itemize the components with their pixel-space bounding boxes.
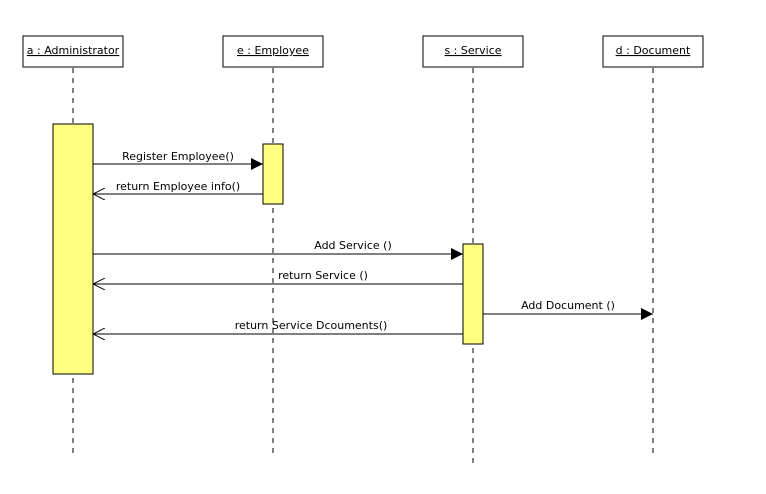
message-add-service: Add Service ()	[93, 239, 463, 260]
activation-administrator	[52, 123, 94, 375]
activation-service	[462, 243, 484, 345]
message-label: Register Employee()	[122, 150, 234, 163]
lifeline-label-service: s : Service	[444, 44, 501, 57]
message-label: return Service ()	[278, 269, 368, 282]
message-label: Add Service ()	[314, 239, 392, 252]
message-label: return Employee info()	[116, 180, 240, 193]
lifeline-label-administrator: a : Administrator	[27, 44, 120, 57]
lifeline-document: d : Document	[602, 35, 704, 454]
lifeline-label-document: d : Document	[616, 44, 691, 57]
lifeline-head-document	[602, 35, 704, 68]
message-add-document: Add Document ()	[483, 299, 653, 320]
lifeline-head-employee	[222, 35, 324, 68]
message-return-service-documents: return Service Dcouments()	[93, 319, 463, 334]
message-register-employee: Register Employee()	[93, 150, 263, 170]
message-label: Add Document ()	[521, 299, 615, 312]
lifeline-service: s : Service	[422, 35, 524, 466]
message-label: return Service Dcouments()	[235, 319, 388, 332]
activation-employee	[262, 143, 284, 205]
message-return-service: return Service ()	[93, 269, 463, 284]
lifeline-label-employee: e : Employee	[237, 44, 309, 57]
lifeline-head-service	[422, 35, 524, 68]
lifeline-head-administrator	[22, 35, 124, 68]
lifeline-administrator: a : Administrator	[22, 35, 124, 458]
lifeline-employee: e : Employee	[222, 35, 324, 458]
message-return-employee-info: return Employee info()	[93, 180, 263, 194]
